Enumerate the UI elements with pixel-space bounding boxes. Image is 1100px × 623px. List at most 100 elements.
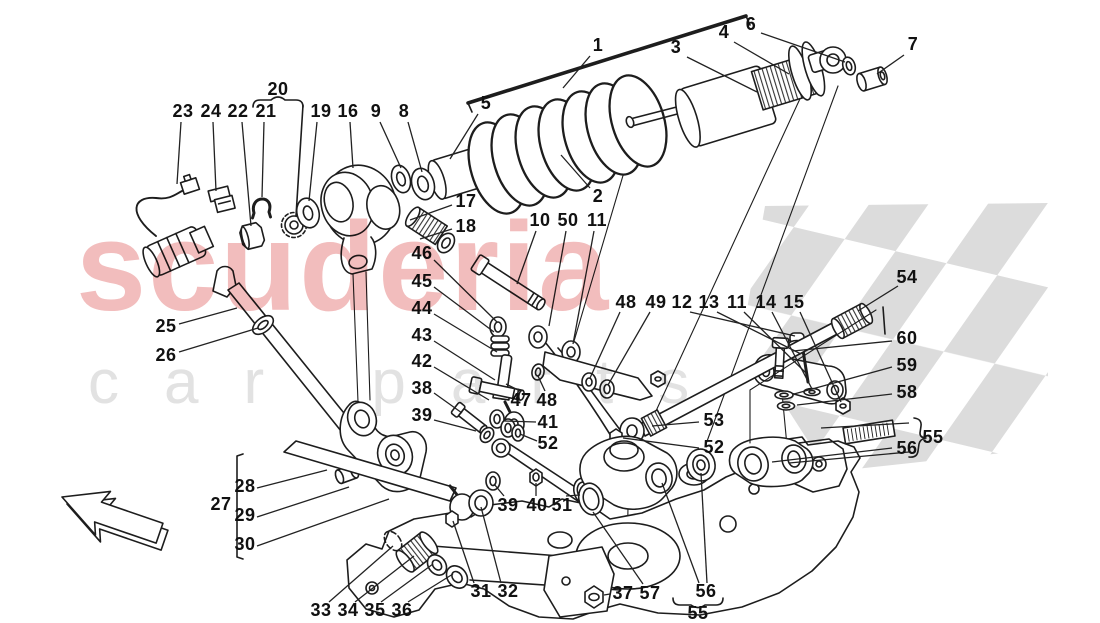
part-label-7: 7 bbox=[907, 33, 919, 54]
part-label-48: 48 bbox=[536, 389, 558, 410]
part-label-55: 55 bbox=[922, 426, 944, 447]
part-label-28: 28 bbox=[234, 475, 256, 496]
part-label-14: 14 bbox=[755, 291, 777, 312]
leader-line-48 bbox=[589, 311, 621, 379]
part-label-39: 39 bbox=[411, 404, 433, 425]
part-label-58: 58 bbox=[896, 381, 918, 402]
leader-line-56 bbox=[700, 472, 708, 584]
leader-line-10 bbox=[516, 230, 537, 285]
part-label-26: 26 bbox=[155, 344, 177, 365]
part-label-52: 52 bbox=[537, 432, 559, 453]
leader-line-39 bbox=[433, 419, 477, 432]
leader-line-4 bbox=[733, 41, 790, 75]
part-label-46: 46 bbox=[411, 242, 433, 263]
part-label-6: 6 bbox=[745, 13, 757, 34]
link-rod-25 bbox=[212, 265, 353, 432]
direction-arrow-icon bbox=[61, 490, 169, 551]
part-label-34: 34 bbox=[337, 599, 359, 620]
part-label-39: 39 bbox=[497, 494, 519, 515]
part-label-37: 37 bbox=[612, 582, 634, 603]
part-label-54: 54 bbox=[896, 266, 918, 287]
part-label-29: 29 bbox=[234, 504, 256, 525]
leader-line-17 bbox=[409, 204, 453, 221]
group-line-1 bbox=[466, 14, 751, 113]
leader-line-59 bbox=[793, 366, 893, 395]
leader-line-5 bbox=[449, 113, 479, 160]
part-label-5: 5 bbox=[480, 92, 492, 113]
part-label-18: 18 bbox=[455, 215, 477, 236]
part-label-55: 55 bbox=[687, 602, 709, 623]
part-label-15: 15 bbox=[783, 291, 805, 312]
leader-line-31 bbox=[452, 520, 475, 584]
group-brackets bbox=[236, 96, 927, 609]
mount-housing bbox=[320, 164, 401, 246]
leader-line-11 bbox=[743, 311, 807, 374]
leader-line-14 bbox=[771, 311, 813, 390]
leader-line-1 bbox=[562, 55, 591, 89]
leader-line-53 bbox=[651, 421, 700, 427]
leader-line-60 bbox=[792, 340, 893, 352]
coil-spring bbox=[467, 74, 668, 215]
leader-line-54 bbox=[857, 285, 899, 312]
leader-line-35 bbox=[380, 563, 434, 603]
part-label-10: 10 bbox=[529, 209, 551, 230]
leader-line-6 bbox=[760, 32, 846, 63]
part-label-49: 49 bbox=[645, 291, 667, 312]
leader-line-33 bbox=[328, 545, 394, 603]
leader-line-19 bbox=[308, 121, 318, 202]
leader-line-16 bbox=[349, 121, 354, 169]
leader-line-56 bbox=[771, 447, 893, 463]
leader-line-8 bbox=[407, 121, 423, 173]
part-label-3: 3 bbox=[670, 36, 682, 57]
part-label-12: 12 bbox=[671, 291, 693, 312]
leader-line-34 bbox=[354, 555, 415, 603]
part-label-47: 47 bbox=[510, 389, 532, 410]
checkered-flag-watermark bbox=[742, 203, 1048, 472]
leader-line-50 bbox=[548, 230, 567, 327]
part-label-19: 19 bbox=[310, 100, 332, 121]
bolt-10 bbox=[470, 254, 546, 311]
leader-line-28 bbox=[256, 469, 328, 489]
nut-22 bbox=[239, 221, 266, 251]
leader-line-2 bbox=[560, 154, 591, 189]
leader-line-52 bbox=[519, 433, 538, 442]
leader-line-49 bbox=[607, 311, 651, 386]
leader-line-45 bbox=[433, 286, 495, 333]
bracket-plates bbox=[207, 185, 236, 214]
leader-line-7 bbox=[876, 54, 905, 75]
sensor-body bbox=[142, 225, 215, 278]
part-label-60: 60 bbox=[896, 327, 918, 348]
leader-line-58 bbox=[796, 393, 893, 406]
leader-line-39 bbox=[493, 483, 505, 497]
leader-line-55 bbox=[820, 422, 910, 429]
leader-line-57 bbox=[592, 511, 644, 585]
leader-line-22 bbox=[241, 121, 252, 227]
part-label-45: 45 bbox=[411, 270, 433, 291]
leader-line-56 bbox=[661, 482, 700, 584]
part-label-51: 51 bbox=[551, 494, 573, 515]
leader-line-51 bbox=[565, 494, 581, 497]
part-label-11: 11 bbox=[726, 291, 748, 312]
leader-line-43 bbox=[433, 340, 496, 381]
leader-line-29 bbox=[256, 486, 350, 518]
leader-line-44 bbox=[433, 313, 498, 353]
fasteners-middle bbox=[450, 363, 596, 505]
leader-line-9 bbox=[379, 121, 402, 169]
leader-line-41 bbox=[503, 420, 537, 423]
leader-line-37 bbox=[603, 593, 611, 596]
part-label-11: 11 bbox=[586, 209, 608, 230]
leader-line-15 bbox=[799, 311, 842, 403]
part-label-44: 44 bbox=[411, 297, 433, 318]
clip-21 bbox=[251, 197, 272, 220]
leader-line-12 bbox=[689, 311, 796, 337]
leader-line-24 bbox=[212, 121, 217, 192]
part-label-53: 53 bbox=[703, 409, 725, 430]
leader-line-11 bbox=[572, 230, 595, 345]
part-label-36: 36 bbox=[391, 599, 413, 620]
part-label-33: 33 bbox=[310, 599, 332, 620]
leader-line-26 bbox=[178, 327, 259, 353]
part-label-9: 9 bbox=[370, 100, 382, 121]
part-label-38: 38 bbox=[411, 377, 433, 398]
